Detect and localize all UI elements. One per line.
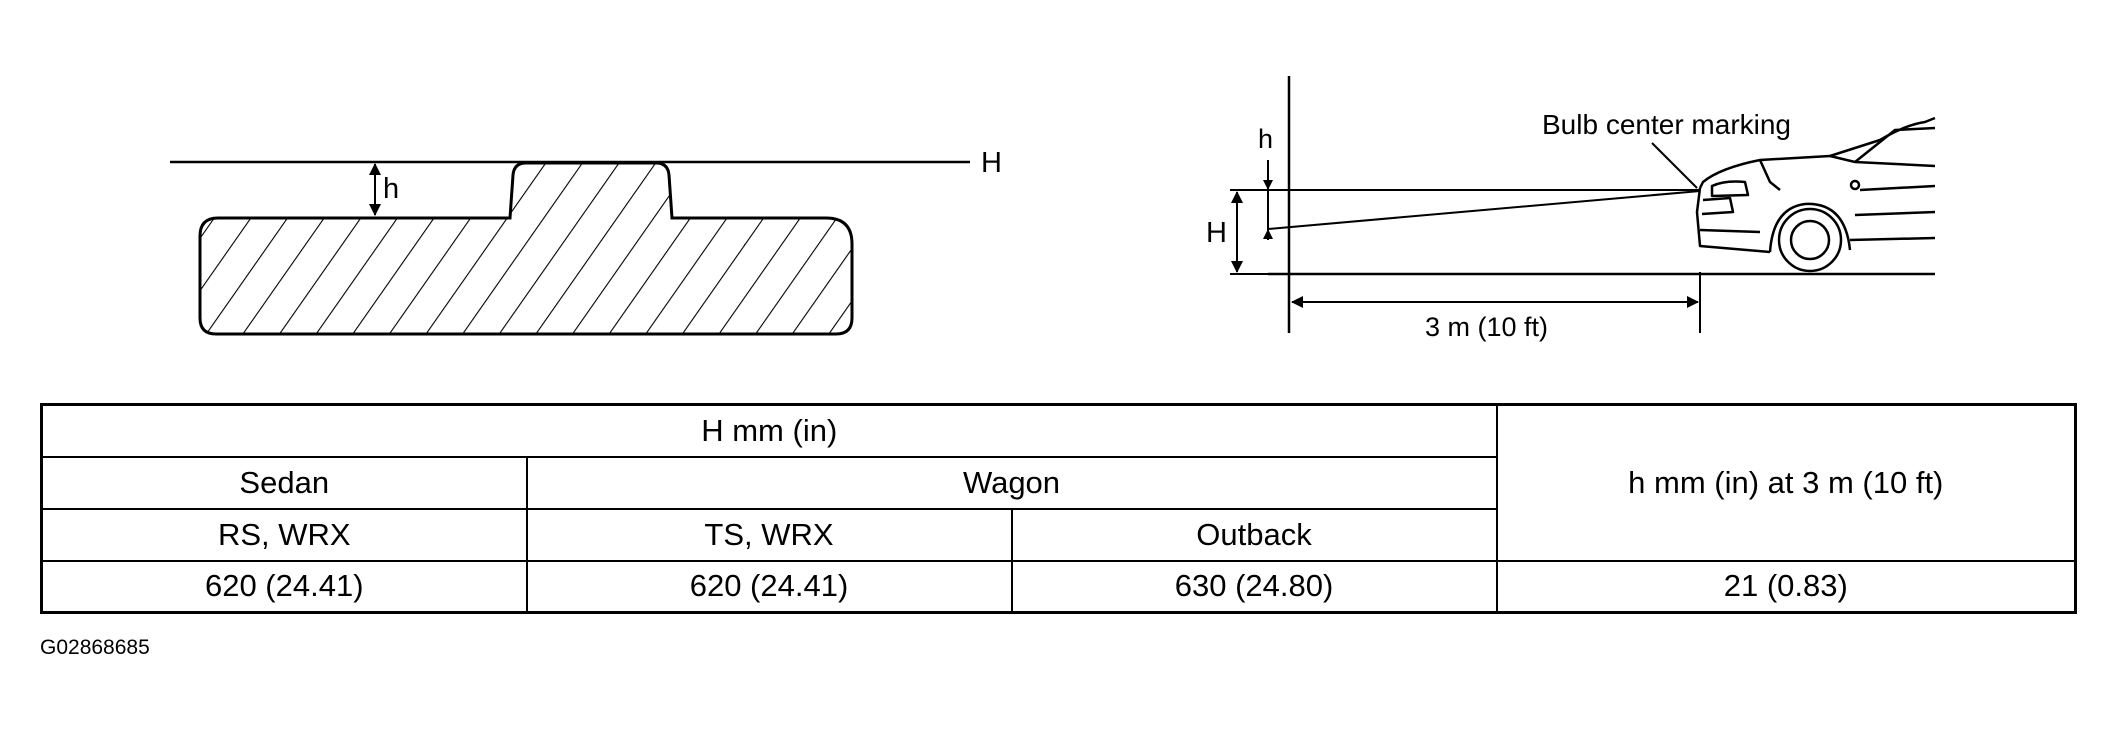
H-arrowhead-up — [1231, 191, 1243, 203]
header-wagon: Wagon — [525, 455, 1498, 510]
table-row: 620 (24.41) 620 (24.41) 630 (24.80) 21 (… — [40, 559, 2077, 614]
h-arrowhead-up — [369, 163, 381, 175]
table-row: RS, WRX TS, WRX Outback — [40, 507, 2076, 562]
h-small-arrowhead-up — [1263, 229, 1273, 239]
subheader-outback: Outback — [1010, 507, 1498, 562]
beam-cutoff-shape — [198, 161, 854, 336]
value-wagon-ts-wrx: 620 (24.41) — [525, 559, 1013, 614]
distance-label: 3 m (10 ft) — [1425, 312, 1548, 342]
header-sedan: Sedan — [40, 455, 528, 510]
right-H-label: H — [1206, 217, 1227, 249]
left-h-label: h — [383, 173, 399, 205]
subheader-rs-wrx: RS, WRX — [40, 507, 528, 562]
header-h-at-3m: h mm (in) at 3 m (10 ft) — [1495, 403, 2077, 562]
distance-arrowhead-left — [1291, 296, 1303, 308]
value-h-at-3m: 21 (0.83) — [1495, 559, 2077, 614]
right-h-label: h — [1258, 124, 1273, 154]
header-H-mm-in: H mm (in) — [40, 403, 1498, 458]
value-wagon-outback: 630 (24.80) — [1010, 559, 1498, 614]
subheader-ts-wrx: TS, WRX — [525, 507, 1013, 562]
h-small-arrowhead-down — [1263, 180, 1273, 190]
h-arrowhead-down — [369, 204, 381, 216]
bulb-leader-line — [1651, 142, 1698, 189]
value-sedan-rs-wrx: 620 (24.41) — [40, 559, 528, 614]
car-front-illustration — [1695, 116, 1936, 273]
table-row: H mm (in) h mm (in) at 3 m (10 ft) — [40, 403, 2077, 562]
beam-center-line — [1267, 190, 1701, 230]
left-H-label: H — [981, 147, 1002, 179]
bulb-center-marking-label: Bulb center marking — [1542, 109, 1791, 140]
table-row: Sedan Wagon — [40, 455, 2076, 510]
distance-arrowhead-right — [1687, 296, 1699, 308]
H-arrowhead-down — [1231, 261, 1243, 273]
vehicle-aiming-diagram: h H 3 m (10 ft) Bulb center marking — [1206, 76, 1936, 342]
aiming-spec-table: H mm (in) h mm (in) at 3 m (10 ft) Sedan… — [40, 403, 2078, 614]
headlight-aiming-diagram: h H h H 3 m (10 ft) Bulb center marking — [170, 76, 1936, 342]
figure-code: G02868685 — [40, 636, 150, 659]
beam-pattern-diagram: h H — [170, 147, 1002, 336]
